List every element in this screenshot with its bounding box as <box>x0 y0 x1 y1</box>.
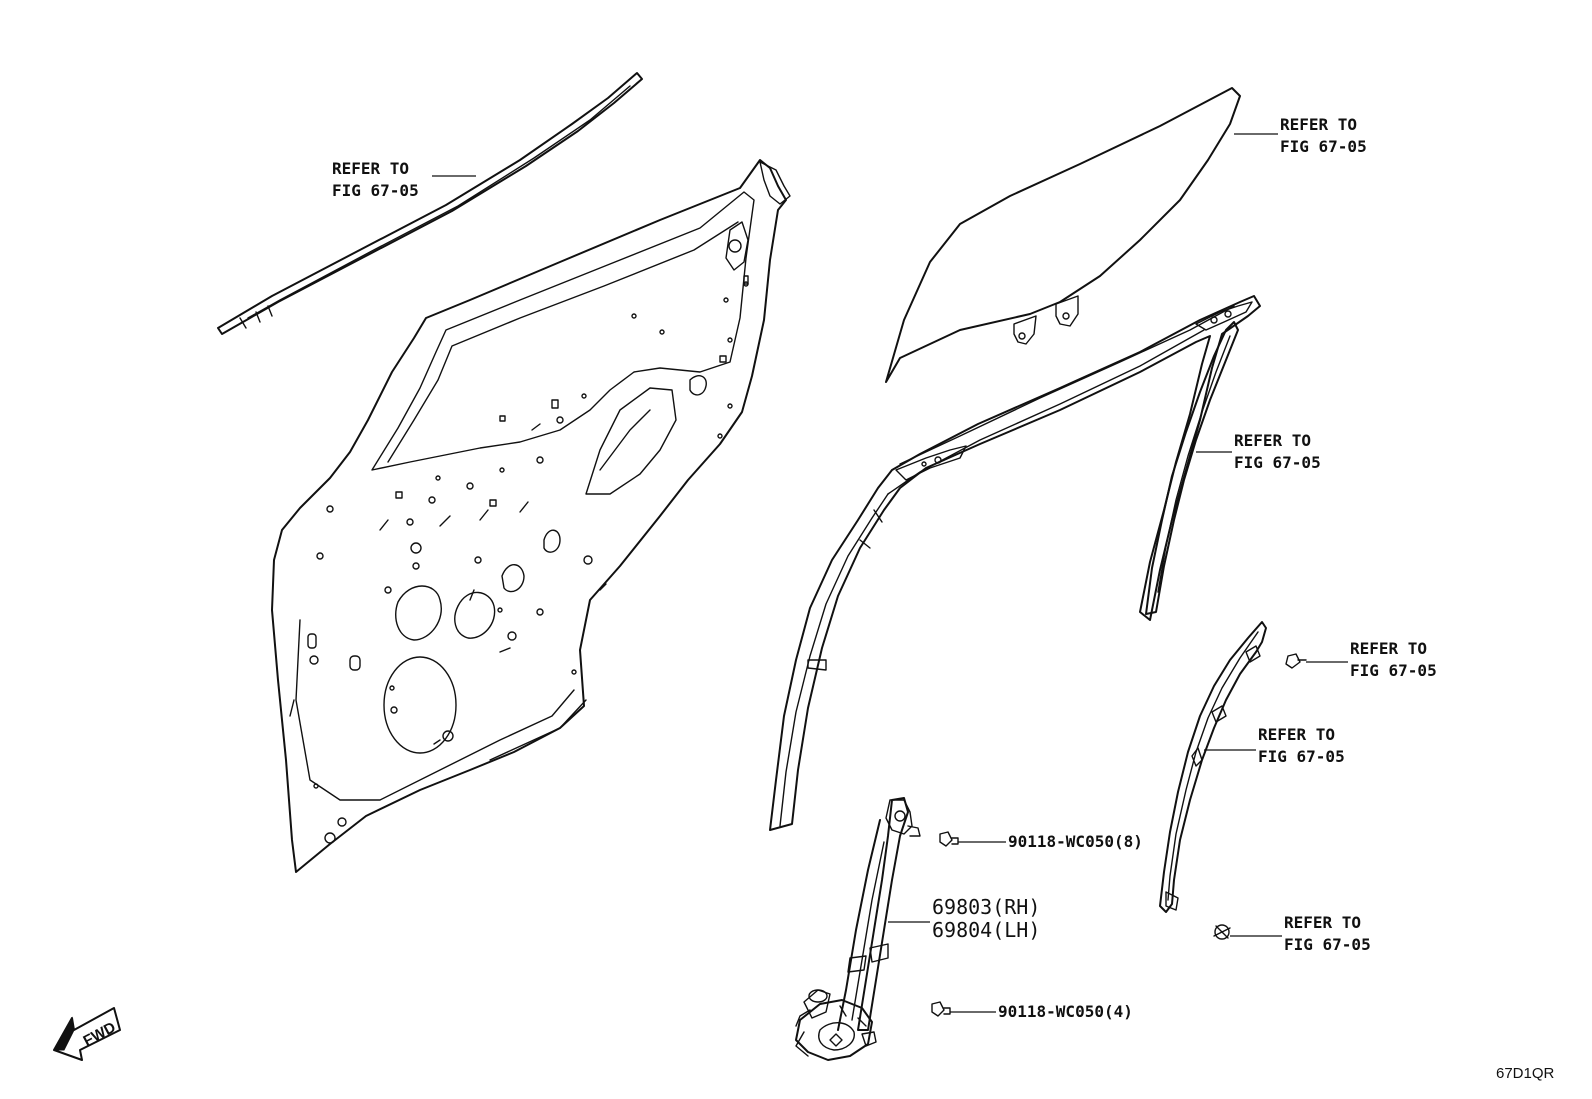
part-number-regulator-lower-bolt: 90118-WC050(4) <box>998 1002 1133 1021</box>
callout-outer-weatherstrip-line2: FIG 67-05 <box>332 181 419 200</box>
door-glass <box>885 87 1241 383</box>
fwd-arrow-icon: FWD <box>53 1007 121 1061</box>
glass-run-channel <box>769 295 1261 831</box>
callout-rear-run-channel-line1: REFER TO <box>1234 431 1311 450</box>
callout-lower-clip-line1: REFER TO <box>1284 913 1361 932</box>
callout-lower-channel-bolt-line2: FIG 67-05 <box>1350 661 1437 680</box>
callout-rear-run-channel-line2: FIG 67-05 <box>1234 453 1321 472</box>
figure-code: 67D1QR <box>1496 1065 1555 1082</box>
lower-sash-channel <box>1159 621 1267 913</box>
part-number-regulator-rh: 69803(RH) <box>932 895 1040 919</box>
callout-door-glass-line2: FIG 67-05 <box>1280 137 1367 156</box>
callout-door-glass-line1: REFER TO <box>1280 115 1357 134</box>
outer-weatherstrip <box>217 72 643 335</box>
window-regulator <box>795 797 921 1061</box>
regulator-lower-bolt <box>931 1001 951 1017</box>
rear-door-panel <box>271 159 791 873</box>
callout-lower-channel-line2: FIG 67-05 <box>1258 747 1345 766</box>
lower-clip <box>1213 924 1231 940</box>
rear-run-channel <box>1145 321 1239 615</box>
callout-lower-channel-bolt-line1: REFER TO <box>1350 639 1427 658</box>
callout-lower-clip-line2: FIG 67-05 <box>1284 935 1371 954</box>
callout-lower-channel-line1: REFER TO <box>1258 725 1335 744</box>
part-number-regulator-upper-bolt: 90118-WC050(8) <box>1008 832 1143 851</box>
lower-channel-bolt <box>1285 653 1307 669</box>
callout-outer-weatherstrip-line1: REFER TO <box>332 159 409 178</box>
regulator-upper-bolt <box>939 831 959 847</box>
part-number-regulator-lh: 69804(LH) <box>932 918 1040 942</box>
